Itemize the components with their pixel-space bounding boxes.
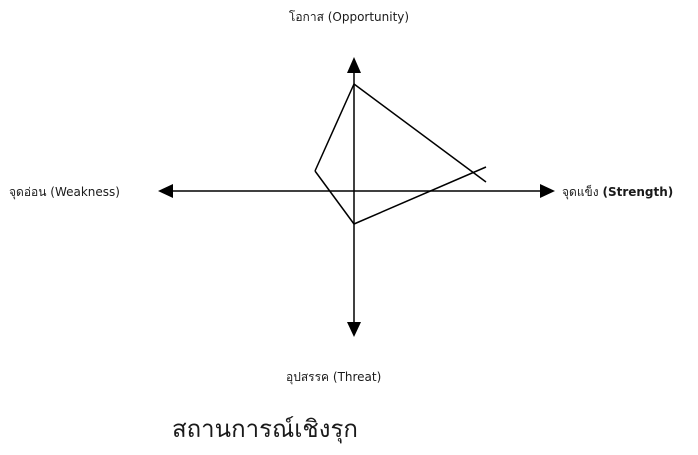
polygon-edge-threat-strength xyxy=(353,166,487,225)
strength-label-thai: จุดแข็ง xyxy=(562,185,599,199)
polygon-edge-opportunity-strength xyxy=(353,83,487,183)
down-arrow-icon xyxy=(347,322,361,337)
opportunity-label: โอกาส (Opportunity) xyxy=(0,9,698,25)
strength-label: จุดแข็ง (Strength) xyxy=(562,184,673,200)
strength-label-english: (Strength) xyxy=(602,185,674,199)
right-arrow-icon xyxy=(540,184,555,198)
polygon-edge-weakness-threat xyxy=(314,170,355,225)
threat-label: อุปสรรค (Threat) xyxy=(286,370,382,384)
up-arrow-icon xyxy=(347,57,361,73)
diagram-caption: สถานการณ์เชิงรุก xyxy=(172,415,358,443)
polygon-edge-weakness-opportunity xyxy=(314,83,355,172)
left-arrow-icon xyxy=(158,184,173,198)
opportunity-label-text: โอกาส (Opportunity) xyxy=(288,10,410,24)
weakness-label: จุดอ่อน (Weakness) xyxy=(9,185,120,199)
